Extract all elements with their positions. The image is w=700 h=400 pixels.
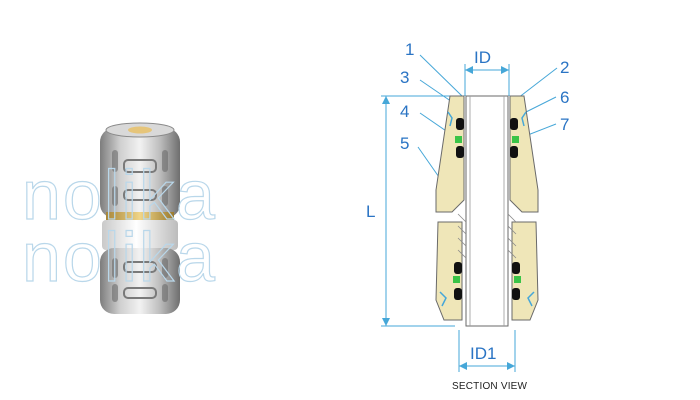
o-rings <box>454 118 520 300</box>
watermark-text: nolika <box>21 218 217 296</box>
callout-6: 6 <box>560 88 570 107</box>
callout-1: 1 <box>405 40 415 59</box>
dimension-id: ID <box>474 48 491 67</box>
brass-ring <box>106 212 174 220</box>
grip-rings <box>439 111 535 307</box>
seal-rings <box>453 136 521 283</box>
callout-3: 3 <box>400 68 410 87</box>
fitting-photo <box>100 122 180 314</box>
watermark-text: nolika <box>21 156 217 234</box>
callout-5: 5 <box>400 134 410 153</box>
white-sleeve <box>102 220 178 250</box>
section-view-drawing <box>381 54 558 372</box>
pipe-bore <box>465 95 509 327</box>
callout-2: 2 <box>560 58 570 77</box>
dimension-lines <box>381 54 558 372</box>
dimension-id1: ID1 <box>470 344 497 363</box>
callout-4: 4 <box>400 102 410 121</box>
section-view-caption: SECTION VIEW <box>452 381 528 392</box>
steel-body-bottom <box>100 248 180 314</box>
callout-7: 7 <box>560 115 570 134</box>
dimension-length: L <box>366 202 376 221</box>
